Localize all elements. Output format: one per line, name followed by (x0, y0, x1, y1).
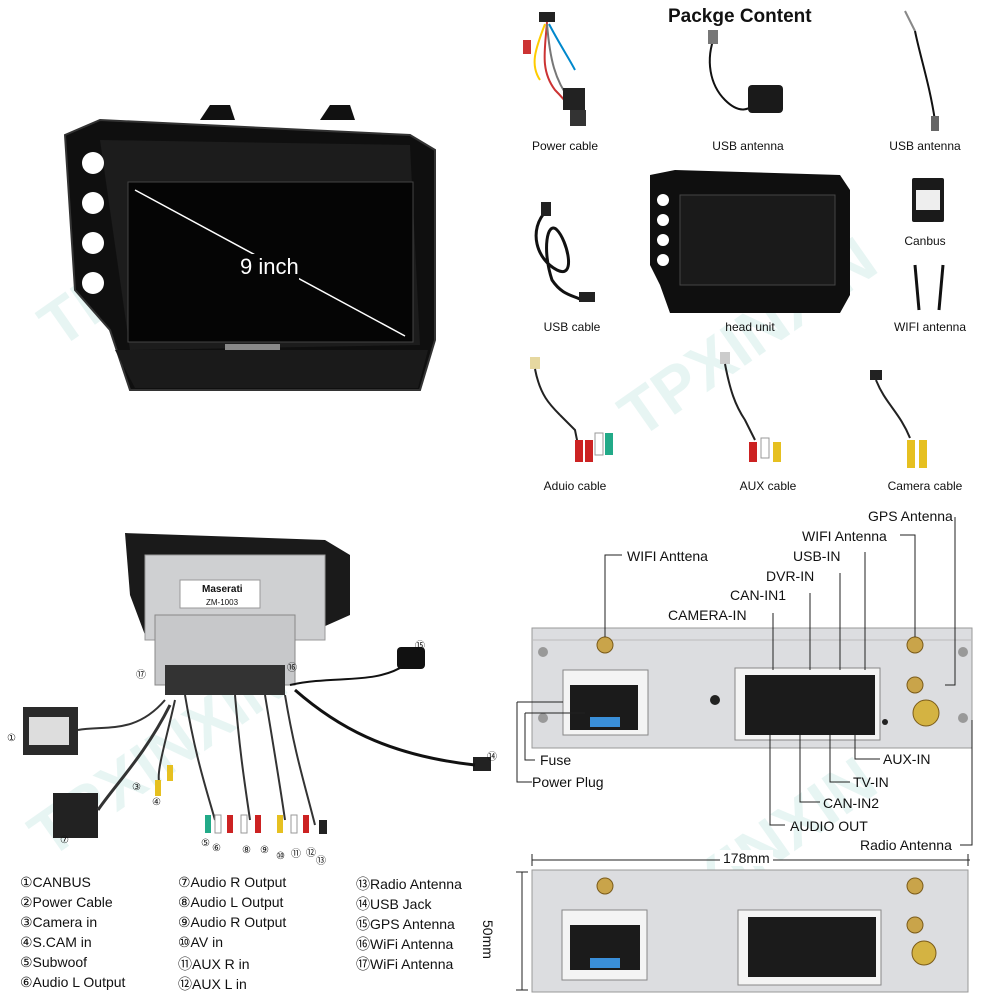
package-item-label: USB antenna (889, 139, 961, 153)
legend-item: ①CANBUS (20, 874, 91, 890)
screen-size-label: 9 inch (240, 254, 299, 280)
legend-item: ⑪AUX R in (178, 956, 250, 972)
callout-6: ⑥ (212, 843, 221, 854)
audio-cable-image (530, 357, 613, 462)
port-label-usb: USB-IN (793, 548, 841, 564)
legend-item: ⑩AV in (178, 934, 223, 950)
legend-item: ⑥Audio L Output (20, 974, 126, 990)
port-label-radio: Radio Antenna (860, 837, 952, 853)
package-title: Packge Content (668, 6, 812, 27)
wifi-antenna-image (913, 264, 945, 311)
head-unit-small-image (650, 170, 850, 313)
package-item-label: Canbus (904, 234, 946, 248)
power-cable-image (523, 12, 586, 126)
rear-panel-diagram (516, 517, 973, 846)
callout-12: ⑫ (306, 848, 316, 859)
package-item-label: Power cable (531, 139, 599, 153)
canbus-image (912, 178, 944, 222)
port-label-can1: CAN-IN1 (730, 587, 787, 603)
legend-item: ⑭USB Jack (356, 896, 432, 912)
callout-7: ⑦ (60, 835, 69, 846)
callout-13: ⑬ (316, 856, 326, 867)
usb-antenna-image (708, 30, 783, 113)
callout-8: ⑧ (242, 845, 251, 856)
port-label-dvr: DVR-IN (766, 568, 815, 584)
legend-item: ⑯WiFi Antenna (356, 936, 454, 952)
legend-item: ⑤Subwoof (20, 954, 88, 970)
port-label-wifi-left: WIFI Anttena (627, 548, 708, 564)
legend-item: ⑮GPS Antenna (356, 916, 455, 932)
callout-17: ⑰ (136, 670, 146, 681)
callout-10: ⑩ (276, 851, 285, 862)
callout-5: ⑤ (201, 838, 210, 849)
port-label-tv: TV-IN (853, 774, 889, 790)
rear-wiring-image (23, 533, 491, 838)
package-item-label: AUX cable (739, 479, 797, 493)
aux-cable-image (720, 352, 781, 462)
port-label-power: Power Plug (532, 774, 604, 790)
legend-item: ⑧Audio L Output (178, 894, 284, 910)
legend-item: ③Camera in (20, 914, 98, 930)
port-label-gps: GPS Antenna (868, 508, 953, 524)
port-label-can2: CAN-IN2 (823, 795, 880, 811)
dimension-diagram (516, 854, 970, 993)
legend-item: ⑬Radio Antenna (356, 876, 462, 892)
callout-3: ③ (132, 782, 141, 793)
dimension-width: 178mm (720, 850, 773, 866)
sticker-model: ZM-1003 (206, 598, 239, 607)
legend-item: ②Power Cable (20, 894, 113, 910)
sticker-brand: Maserati (202, 584, 243, 595)
callout-1: ① (7, 733, 16, 744)
legend-item: ⑦Audio R Output (178, 874, 287, 890)
port-label-camera: CAMERA-IN (668, 607, 747, 623)
legend-item: ⑫AUX L in (178, 976, 247, 992)
package-item-label: head unit (725, 320, 775, 334)
legend-item: ④S.CAM in (20, 934, 92, 950)
legend-item: ⑨Audio R Output (178, 914, 287, 930)
usb-cable-image (534, 202, 595, 302)
port-label-wifi-right: WIFI Antenna (802, 528, 887, 544)
package-item-label: WIFI antenna (893, 320, 967, 334)
camera-cable-image (870, 370, 927, 468)
dimension-height: 50mm (480, 920, 496, 959)
callout-14: ⑭ (487, 752, 497, 763)
callout-11: ⑪ (291, 849, 301, 860)
port-label-audio-out: AUDIO OUT (790, 818, 868, 834)
package-item-label: Aduio cable (543, 479, 607, 493)
package-item-label: USB cable (543, 320, 601, 334)
usb-antenna-image (904, 10, 939, 131)
package-item-label: USB antenna (712, 139, 784, 153)
port-label-aux: AUX-IN (883, 751, 931, 767)
callout-16: ⑯ (287, 663, 297, 674)
callout-9: ⑨ (260, 845, 269, 856)
port-label-fuse: Fuse (540, 752, 572, 768)
package-item-label: Camera cable (887, 479, 963, 493)
callout-15: ⑮ (415, 641, 425, 652)
callout-4: ④ (152, 797, 161, 808)
legend-item: ⑰WiFi Antenna (356, 956, 454, 972)
